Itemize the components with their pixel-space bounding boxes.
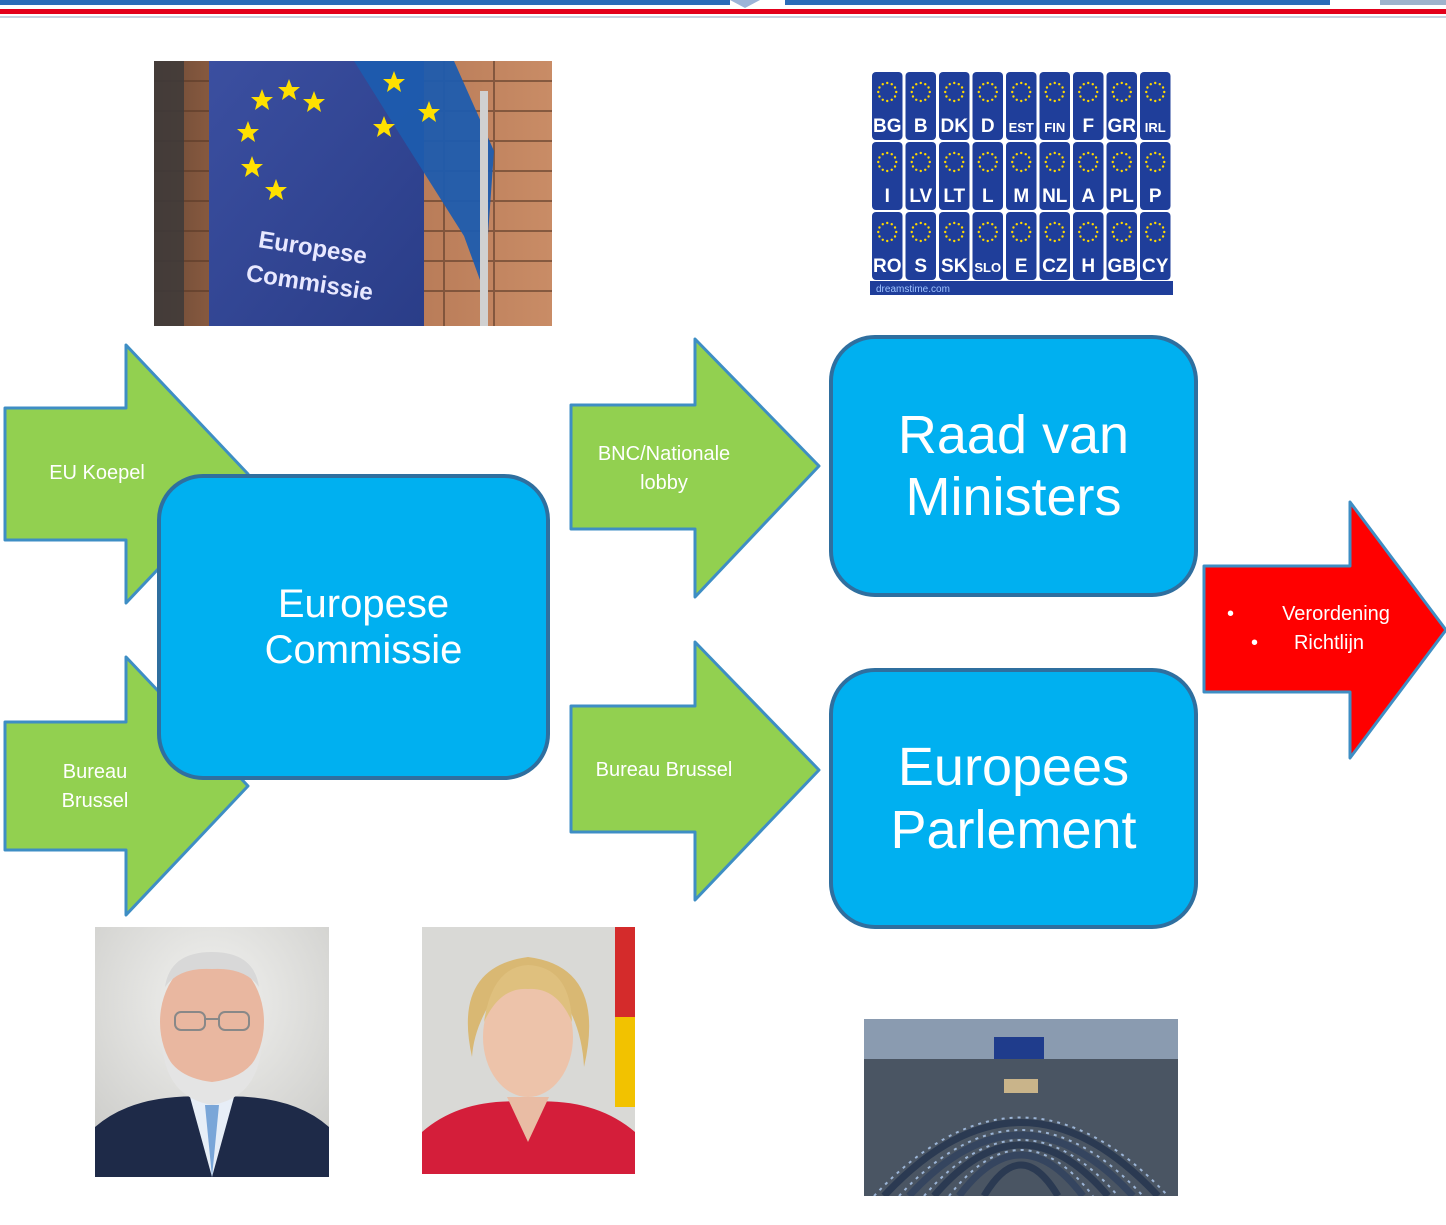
license-plate-tile: L xyxy=(972,142,1003,210)
license-plate-code: F xyxy=(1082,116,1094,137)
license-plate-code: FIN xyxy=(1044,120,1065,135)
license-plate-code: NL xyxy=(1042,186,1068,207)
license-plate-code: PL xyxy=(1110,186,1135,207)
license-plate-tile: D xyxy=(972,72,1003,140)
license-plate-tile: GB xyxy=(1106,212,1137,280)
license-plate-tile: SLO xyxy=(972,212,1003,280)
license-plate-code: H xyxy=(1081,256,1095,277)
arrow-bureau-brussel-left-label: Bureau Brussel xyxy=(61,761,129,812)
license-plate-tile: IRL xyxy=(1140,72,1171,140)
arrow-bureau-brussel-left xyxy=(3,655,250,917)
license-plate-tile: PL xyxy=(1106,142,1137,210)
outcome-item: •Richtlijn xyxy=(1251,632,1365,654)
european-commission-box: Europese Commissie xyxy=(157,474,550,780)
license-plate-tile: GR xyxy=(1106,72,1137,140)
license-plate-tile: CY xyxy=(1140,212,1171,280)
license-plate-code: GR xyxy=(1108,116,1137,137)
license-plate-code: CY xyxy=(1142,256,1169,277)
license-plate-code: D xyxy=(981,116,995,137)
license-plate-code: CZ xyxy=(1042,256,1068,277)
outcome-item: •Verordening xyxy=(1227,603,1390,625)
license-plate-tile: BG xyxy=(872,72,903,140)
portrait-photo-man xyxy=(95,927,329,1177)
european-commission-label: Europese Commissie xyxy=(264,582,463,672)
license-plate-code: SLO xyxy=(974,260,1001,275)
license-plate-tile: FIN xyxy=(1039,72,1070,140)
license-plate-code: SK xyxy=(941,256,968,277)
license-plate-tile: A xyxy=(1073,142,1104,210)
license-plate-tile: I xyxy=(872,142,903,210)
license-plate-code: EST xyxy=(1009,120,1034,135)
license-plate-code: LT xyxy=(943,186,965,207)
license-plate-tile: LV xyxy=(905,142,936,210)
license-plate-tile: CZ xyxy=(1039,212,1070,280)
license-plate-tile: P xyxy=(1140,142,1171,210)
license-plate-tile: E xyxy=(1006,212,1037,280)
arrow-bureau-brussel-right xyxy=(569,640,821,902)
license-plate-tile: LT xyxy=(939,142,970,210)
european-parliament-label: Europees Parlement xyxy=(890,737,1137,860)
license-plate-code: P xyxy=(1149,186,1162,207)
license-plate-code: M xyxy=(1013,186,1029,207)
commission-building-photo: Europese Commissie xyxy=(154,61,552,326)
license-plate-tile: B xyxy=(905,72,936,140)
license-plate-tile: M xyxy=(1006,142,1037,210)
parliament-hemicycle-photo xyxy=(864,1019,1178,1196)
license-plate-code: DK xyxy=(941,116,969,137)
license-plate-code: I xyxy=(885,186,890,207)
license-plate-code: B xyxy=(914,116,928,137)
portrait-photo-woman xyxy=(422,927,635,1174)
arrow-bureau-brussel-right-label: Bureau Brussel xyxy=(595,759,733,781)
european-parliament-box: Europees Parlement xyxy=(829,668,1198,929)
license-plate-code: RO xyxy=(873,256,902,277)
top-decorative-bar xyxy=(0,0,1446,18)
license-plate-tile: RO xyxy=(872,212,903,280)
watermark-text: dreamstime.com xyxy=(876,284,950,295)
outcome-list: •Verordening •Richtlijn xyxy=(1225,600,1425,658)
license-plate-tile: H xyxy=(1073,212,1104,280)
license-plate-code: BG xyxy=(873,116,902,137)
license-plate-code: A xyxy=(1081,186,1095,207)
license-plate-code: S xyxy=(914,256,927,277)
arrow-bnc-nationale-lobby xyxy=(569,337,821,599)
license-plate-code: E xyxy=(1015,256,1028,277)
license-plate-tile: S xyxy=(905,212,936,280)
council-of-ministers-box: Raad van Ministers xyxy=(829,335,1198,597)
council-of-ministers-label: Raad van Ministers xyxy=(897,404,1130,527)
arrow-eu-koepel-label: EU Koepel xyxy=(49,462,145,484)
arrow-outcome xyxy=(1202,500,1446,760)
license-plate-tile: DK xyxy=(939,72,970,140)
license-plate-code: IRL xyxy=(1145,120,1166,135)
license-plate-tile: F xyxy=(1073,72,1104,140)
license-plate-code: LV xyxy=(909,186,932,207)
license-plate-code: GB xyxy=(1108,256,1137,277)
arrow-bnc-lobby-label: BNC/Nationale lobby xyxy=(597,443,731,494)
license-plate-tile: NL xyxy=(1039,142,1070,210)
license-plate-tile: SK xyxy=(939,212,970,280)
license-plate-code: L xyxy=(982,186,994,207)
license-plate-tile: EST xyxy=(1006,72,1037,140)
